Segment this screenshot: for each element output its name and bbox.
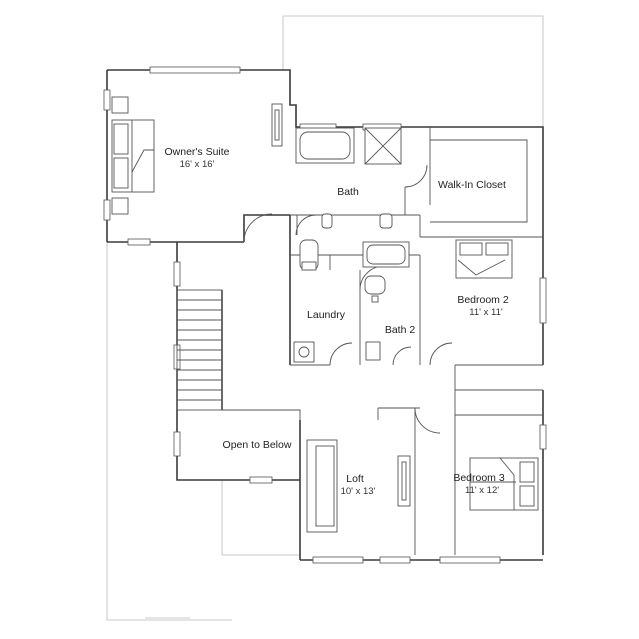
room-label-owners-suite: Owner's Suite <box>164 146 229 158</box>
loft-furniture <box>306 439 411 533</box>
room-label-bedroom-2: Bedroom 2 <box>457 294 509 306</box>
doors <box>243 164 453 434</box>
bedroom-2-furniture <box>455 239 513 279</box>
laundry-bath2-fixtures <box>293 241 410 363</box>
room-size-owners-suite: 16' x 16' <box>180 159 215 170</box>
room-label-bath: Bath <box>337 186 359 198</box>
room-label-bedroom-3: Bedroom 3 <box>453 472 505 484</box>
room-label-walk-in-closet: Walk-In Closet <box>438 179 506 191</box>
room-label-bath-2: Bath 2 <box>385 324 416 336</box>
room-label-open-to-below: Open to Below <box>223 439 292 451</box>
room-size-loft: 10' x 13' <box>341 486 376 497</box>
bath-fixtures <box>295 127 402 271</box>
bedroom-3-furniture <box>469 457 539 511</box>
room-size-bedroom-3: 11' x 12' <box>465 485 499 496</box>
room-label-laundry: Laundry <box>307 309 346 321</box>
owners-suite-furniture <box>111 96 283 215</box>
windows <box>103 66 547 564</box>
stairs <box>176 289 223 411</box>
room-size-bedroom-2: 11' x 11' <box>469 307 503 318</box>
lower-level-outline <box>106 15 544 621</box>
room-labels: Owner's Suite 16' x 16' Bath Walk-In Clo… <box>164 146 508 497</box>
room-label-loft: Loft <box>346 473 364 485</box>
